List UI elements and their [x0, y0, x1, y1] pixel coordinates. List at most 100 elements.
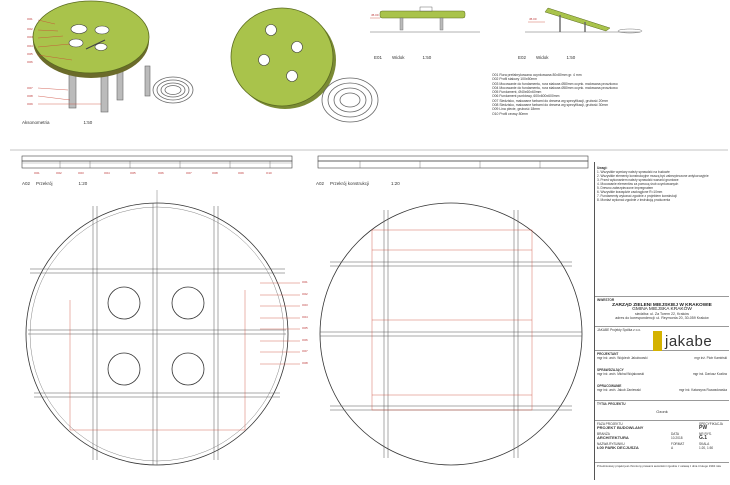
project-title-section: TYTUŁ PROJEKTU Ozonk: [597, 402, 727, 414]
spec-label: SPECYFIKACJA: [699, 422, 723, 426]
section-top-slab: [21, 155, 293, 162]
section-a02-left: [21, 155, 293, 169]
top-view: [230, 7, 379, 123]
investor-heading: INWESTOR: [597, 298, 615, 302]
plan-grid: [320, 210, 582, 458]
callout-label: O09: [27, 102, 33, 106]
scale-value: 1:20, 1:50: [699, 446, 714, 450]
investor-section: INWESTOR ZARZĄD ZIELENI MIEJSKIEJ W KRAK…: [597, 298, 727, 320]
role-heading: SPRAWDZAJĄCY: [597, 368, 624, 372]
role-heading: OPRACOWANIE: [597, 384, 622, 388]
support-post: [100, 71, 109, 113]
role-person: mgr inż. Piotr Kamiński: [694, 356, 727, 360]
logo-wordmark: jakabe: [665, 332, 713, 350]
rope-coil: [617, 28, 643, 34]
axo-leader-lines: [37, 19, 101, 105]
object-value: Ł00 PARK DECJUSZA: [597, 445, 639, 450]
green-seat-disc: [32, 0, 150, 74]
branch-value: ARCHITEKTURA: [597, 435, 629, 440]
branch-heading: BRANŻA: [597, 432, 610, 436]
callout-label: O09: [238, 171, 244, 175]
investor-municipality: GMINA MIEJSKA KRAKÓW: [632, 307, 692, 312]
copyright-note: Przedmiotowy projekt jest chroniony praw…: [597, 464, 722, 468]
designer-name: JAKABE Projekty Spółka z o.o.: [597, 328, 641, 332]
legend-item: O01 Rura prefabrykowana ocynkowana 80x80…: [492, 73, 582, 77]
callout-label: O03: [27, 35, 33, 39]
plan-leader-lines: [260, 282, 300, 365]
note-item: 6. Wszystkie krawędzie zaokrąglone R=10m…: [597, 190, 663, 194]
callout-label: O10: [266, 171, 272, 175]
callout-label: O07: [27, 86, 33, 90]
callout-label: O07: [302, 349, 308, 353]
disc-hole: [94, 43, 108, 51]
role-person: mgr inż. arch. Michał Wojakowski: [597, 372, 645, 376]
elevation-e02: 45.00: [525, 7, 643, 34]
format-value: A: [671, 446, 674, 450]
legend-item: O05 Fundament, Ø40x60x60mm: [492, 90, 542, 95]
note-item: 7. Fundamenty wykonać zgodnie z projekte…: [597, 194, 677, 198]
legend-item: O04 Mocowanie do fundamentu, rura stalow…: [492, 85, 618, 90]
callout-label: O05: [130, 171, 136, 175]
rope-coil: [321, 77, 379, 123]
disc-hole: [286, 70, 298, 82]
stage-heading: FAZA PROJEKTU: [597, 422, 623, 426]
investor-address: siedziba: ul. Za Torem 22, Kraków: [634, 312, 690, 316]
plan-hole: [107, 286, 141, 320]
legend-item: O03 Mocowanie do fundamentu, rura stalow…: [492, 81, 618, 86]
legend-item: O06 Fundament punktowy, 600x600x600mm: [492, 94, 560, 99]
callout-label: O05: [302, 326, 308, 330]
investor-name: ZARZĄD ZIELENI MIEJSKIEJ W KRAKOWIE: [612, 303, 712, 308]
callout-label: O02: [27, 27, 33, 31]
designer-section: JAKABE Projekty Spółka z o.o.: [597, 328, 727, 332]
rope-segment: [85, 39, 106, 50]
rope-coil: [152, 76, 194, 104]
dimension-label: 45.00: [529, 17, 537, 21]
project-title: Ozonk: [656, 409, 668, 414]
callout-label: O06: [27, 60, 33, 64]
notes-heading: Uwagi:: [597, 166, 608, 170]
disc-hole: [258, 54, 270, 66]
dimension-label: 45.00: [371, 13, 379, 17]
notes-list: 1. Wszystkie wymiary należy sprawdzić na…: [597, 170, 727, 202]
project-title-heading: TYTUŁ PROJEKTU: [597, 402, 626, 406]
support-post: [399, 17, 404, 31]
callout-label: O03: [78, 171, 84, 175]
green-seat-disc: [230, 7, 334, 107]
format-label: FORMAT: [671, 442, 685, 446]
callout-label: O04: [302, 314, 308, 319]
material-legend: O01 Rura prefabrykowana ocynkowana 80x80…: [492, 73, 618, 116]
callout-label: O08: [27, 94, 33, 98]
note-item: 4. Mocowanie elementów za pomocą śrub oc…: [597, 182, 679, 186]
section-ticks: [59, 161, 271, 168]
elevation-e01: 45.00: [370, 6, 480, 33]
role-person: mgr inż. Katarzyna Rozwadowska: [678, 388, 727, 392]
section-ticks: [359, 161, 541, 168]
disc-hole: [70, 24, 88, 34]
legend-item: O10 Profil ceowy 80mm: [492, 111, 528, 116]
object-heading: NAZWA RYSUNKU: [597, 442, 625, 446]
spec-value: PW: [699, 425, 708, 431]
callout-label: O04: [27, 44, 33, 48]
role-person: mgr inż. arch. Wojciech Jakubowski: [597, 356, 648, 360]
plan-hole: [171, 286, 205, 320]
scale-label: SKALA: [699, 442, 710, 446]
note-item: 1. Wszystkie wymiary należy sprawdzić na…: [597, 170, 670, 174]
callout-label: O07: [186, 171, 192, 175]
callout-label: O02: [302, 291, 308, 296]
legend-item: O02 Profil stalowy 100x50mm: [492, 77, 538, 82]
plan-hole: [107, 352, 141, 386]
plan-seat-holes: [25, 190, 300, 466]
section-top-slab: [317, 155, 589, 162]
note-item: 5. Drewno zabezpieczone impregnatem: [597, 186, 654, 190]
plan-hole: [171, 352, 205, 386]
note-item: 2. Wszystkie elementy konstrukcyjne musz…: [597, 174, 709, 178]
callout-label: O05: [27, 52, 33, 56]
